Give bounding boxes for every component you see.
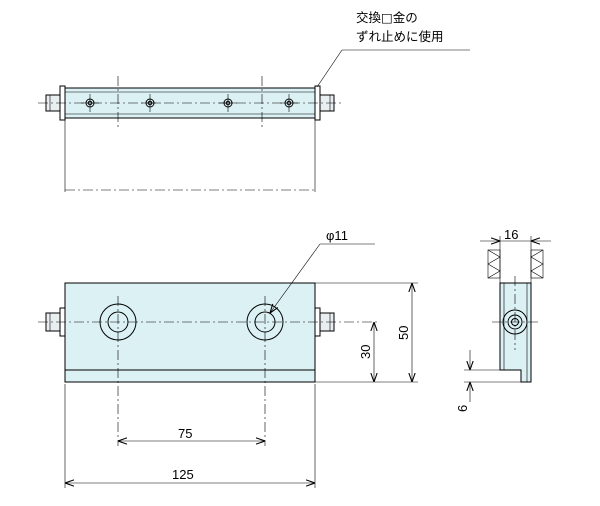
base-thickness-label: 6 <box>455 405 470 412</box>
hole-height-label: 30 <box>358 345 373 359</box>
side-view: 16 6 <box>455 227 551 412</box>
note-callout: 交換□金の ずれ止めに使用 <box>316 10 470 88</box>
note-line-1: 交換□金の <box>356 10 418 25</box>
note-line-2: ずれ止めに使用 <box>356 29 444 44</box>
front-view-body <box>64 282 316 383</box>
hole-diameter-label: φ11 <box>326 228 348 243</box>
hole-height-dimension: 30 <box>358 322 374 382</box>
side-view-body <box>499 282 532 383</box>
hole-diameter-callout: φ11 <box>270 228 375 313</box>
height-dimension: 50 <box>396 283 412 382</box>
top-view <box>38 76 342 192</box>
length-label: 125 <box>172 467 194 482</box>
pitch-dimension: 75 <box>118 426 265 441</box>
width-label: 16 <box>504 227 518 242</box>
height-label: 50 <box>396 326 411 340</box>
length-dimension: 125 <box>65 467 315 483</box>
front-view <box>38 282 418 488</box>
pitch-label: 75 <box>178 426 192 441</box>
screw-holes <box>81 94 298 112</box>
